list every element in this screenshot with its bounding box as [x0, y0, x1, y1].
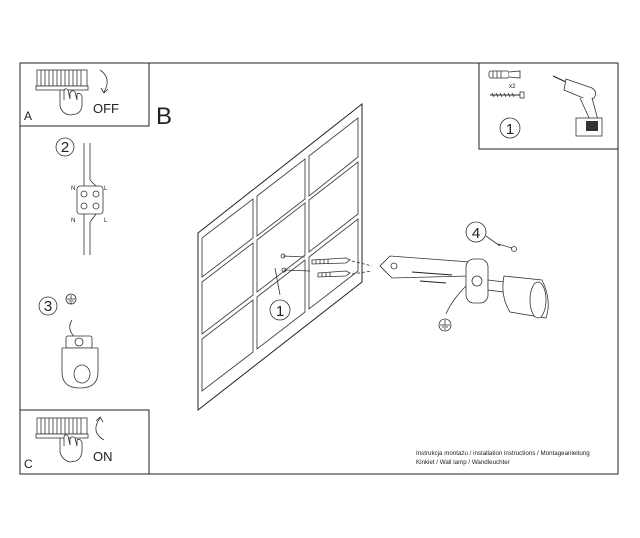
step-1-tools-number: 1 [506, 121, 514, 138]
wire-l-bottom: L [104, 217, 108, 224]
lamp-arm [487, 279, 505, 293]
power-off-label: OFF [93, 101, 119, 116]
turn-on-arrow-icon [95, 417, 105, 441]
lamp-base [465, 258, 489, 304]
terminal-block-icon [76, 185, 104, 215]
panel-c: C ON [19, 409, 150, 475]
step-2-number: 2 [61, 139, 69, 156]
wire-n-top: N [71, 185, 75, 192]
wall-surface [197, 102, 363, 412]
step-2-marker [55, 137, 75, 157]
panel-c-frame [19, 409, 150, 475]
panel-a-letter: A [24, 109, 32, 123]
panel-c-letter: C [24, 457, 33, 471]
step-3-earth: 3 [38, 293, 99, 389]
wall-plug-icon [311, 257, 351, 265]
earth-wire [69, 319, 77, 339]
step-4-marker [465, 221, 487, 243]
step-3-number: 3 [44, 298, 52, 315]
fuse-box-icon [35, 69, 89, 91]
wire-n-bottom: N [71, 217, 75, 224]
panel-b-letter: B [156, 103, 172, 130]
power-on-label: ON [93, 449, 113, 464]
wire-l-top: L [104, 185, 108, 192]
earth-wire [445, 285, 467, 315]
panel-a-frame [19, 62, 150, 127]
hand-icon [59, 434, 83, 463]
quantity-multiplier: x2 [509, 83, 516, 90]
mounting-plate [379, 255, 471, 284]
footer-caption-line-2: Kinkiet / Wall lamp / Wandleuchter [416, 459, 510, 466]
ground-symbol-icon [438, 318, 452, 332]
step-4-number: 4 [472, 225, 480, 242]
wall-fixings [280, 253, 373, 278]
screw-icon [411, 271, 453, 276]
step-1-wall-number: 1 [276, 303, 284, 320]
power-drill-icon [552, 75, 603, 137]
turn-off-arrow-icon [99, 69, 108, 93]
panel-tools-frame [478, 62, 619, 150]
panel-tools: x2 1 [478, 62, 619, 150]
footer-caption-line-1: Instrukcja montażu / installation instru… [416, 450, 590, 457]
fuse-box-icon [35, 417, 89, 439]
fixing-screw-icon [511, 246, 517, 252]
screw-icon [490, 91, 525, 99]
step-3-marker [38, 296, 58, 316]
sheet-frame [19, 62, 619, 475]
step-1-tools-marker [499, 117, 521, 139]
lamp-wires [83, 222, 91, 255]
step-1-wall-marker [269, 299, 291, 321]
mains-wires [83, 143, 91, 180]
hand-icon [59, 88, 83, 116]
wall-lamp [465, 243, 549, 319]
wall-plug-icon [488, 70, 521, 79]
panel-a: A OFF [19, 62, 150, 127]
wall-tiles [201, 117, 359, 392]
step-1-wall-leader [274, 267, 281, 296]
screw-icon [419, 280, 447, 284]
step-2-wiring: 2 N L N L [55, 137, 108, 255]
ground-symbol-icon [65, 293, 77, 305]
